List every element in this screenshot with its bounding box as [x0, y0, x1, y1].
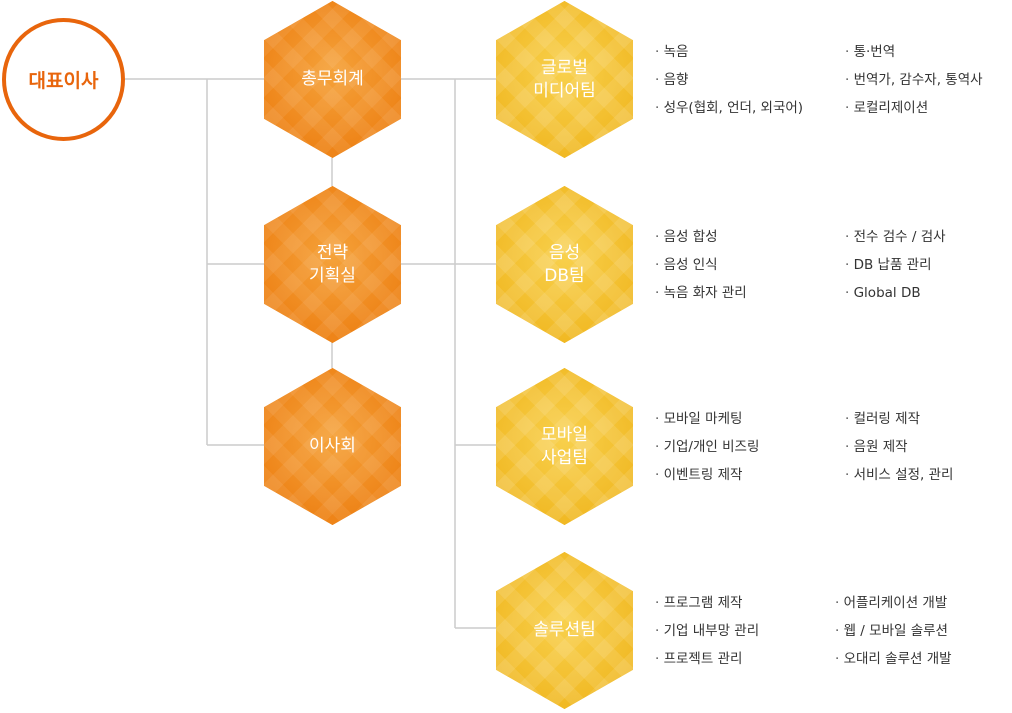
duty-item: DB 납품 관리 [845, 251, 946, 279]
ceo-node: 대표이사 [2, 18, 125, 141]
duty-item: 웹 / 모바일 솔루션 [835, 617, 952, 645]
node-strategy-label: 전략 기획실 [309, 242, 356, 286]
mobile-duties-right: 컬러링 제작 음원 제작 서비스 설정, 관리 [845, 405, 954, 489]
duty-item: 음원 제작 [845, 433, 953, 461]
duty-item: 컬러링 제작 [845, 405, 953, 433]
duty-item: 오대리 솔루션 개발 [835, 645, 952, 673]
duty-item: 어플리케이션 개발 [835, 589, 952, 617]
node-board-label: 이사회 [309, 436, 356, 456]
duty-item: 녹음 화자 관리 [655, 279, 747, 307]
duty-item: 프로젝트 관리 [655, 645, 759, 673]
duty-item: 프로그램 제작 [655, 589, 759, 617]
global-media-duties-right: 통·번역 번역가, 감수자, 통역사 로컬리제이션 [845, 38, 983, 122]
duty-item: 기업/개인 비즈링 [655, 433, 760, 461]
duty-item: 서비스 설정, 관리 [845, 461, 954, 489]
solution-duties-left: 프로그램 제작 기업 내부망 관리 프로젝트 관리 [655, 589, 760, 673]
node-mobile-team-label: 모바일 사업팀 [541, 424, 588, 468]
duty-item: 성우(협회, 언더, 외국어) [655, 94, 803, 122]
duty-item: 모바일 마케팅 [655, 405, 759, 433]
duty-item: 음향 [655, 66, 803, 94]
voice-db-duties-right: 전수 검수 / 검사 DB 납품 관리 Global DB [845, 223, 946, 307]
duty-item: 전수 검수 / 검사 [845, 223, 946, 251]
voice-db-duties-left: 음성 합성 음성 인식 녹음 화자 관리 [655, 223, 747, 307]
node-general-affairs-label: 총무회계 [301, 69, 364, 89]
node-solution-team: 솔루션팀 [496, 552, 633, 709]
duty-item: 음성 합성 [655, 223, 747, 251]
duty-item: 이벤트링 제작 [655, 461, 759, 489]
duty-item: 통·번역 [845, 38, 983, 66]
duty-item: 음성 인식 [655, 251, 747, 279]
mobile-duties-left: 모바일 마케팅 기업/개인 비즈링 이벤트링 제작 [655, 405, 760, 489]
duty-item: 번역가, 감수자, 통역사 [845, 66, 983, 94]
node-solution-team-label: 솔루션팀 [533, 620, 596, 640]
duty-item: 기업 내부망 관리 [655, 617, 760, 645]
duty-item: 녹음 [655, 38, 803, 66]
node-general-affairs: 총무회계 [264, 1, 401, 158]
duty-item: 로컬리제이션 [845, 94, 983, 122]
global-media-duties-left: 녹음 음향 성우(협회, 언더, 외국어) [655, 38, 803, 122]
node-voice-db-team-label: 음성 DB팀 [544, 242, 585, 286]
duty-item: Global DB [845, 279, 946, 307]
solution-duties-right: 어플리케이션 개발 웹 / 모바일 솔루션 오대리 솔루션 개발 [835, 589, 952, 673]
ceo-label: 대표이사 [28, 70, 99, 92]
node-global-media-team-label: 글로벌 미디어팀 [533, 57, 596, 101]
